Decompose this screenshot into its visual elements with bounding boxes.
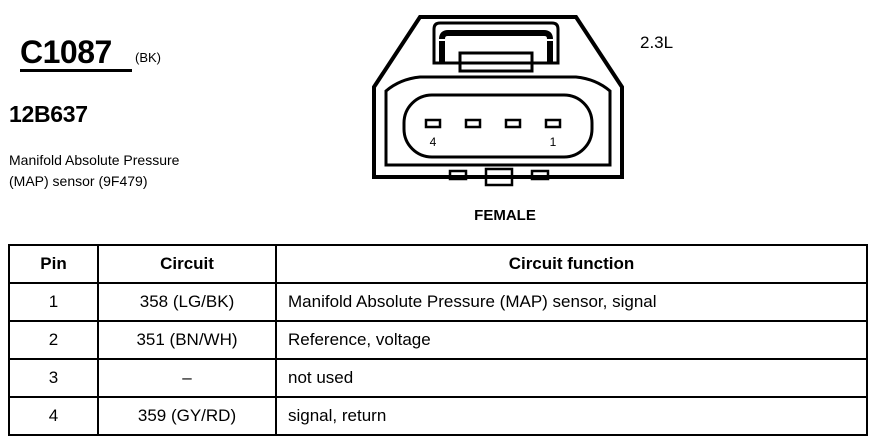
latch-rails [439,41,553,63]
function-cell: Reference, voltage [275,320,868,360]
pin-cell: 2 [8,320,99,360]
pin-label-left: 4 [430,135,437,149]
connector-id: C1087 [20,34,112,70]
table-header-row: Pin Circuit Circuit function [8,244,868,284]
latch-top-rail [439,30,553,40]
bottom-key-right [530,169,550,181]
connector-color: (BK) [135,50,161,65]
pin-cell: 4 [8,396,99,436]
function-cell: signal, return [275,396,868,436]
table-row: 1 358 (LG/BK) Manifold Absolute Pressure… [8,282,868,322]
engine-label: 2.3L [640,33,674,52]
connector-id-underline [20,69,132,72]
circuit-cell: 351 (BN/WH) [97,320,277,360]
header-pin: Pin [8,244,99,284]
pin-4-terminal [424,118,442,129]
connector-face-diagram: 4 1 [372,15,624,187]
table-row: 2 351 (BN/WH) Reference, voltage [8,320,868,360]
pin-cell: 3 [8,358,99,398]
pin-cell: 1 [8,282,99,322]
pin-1-terminal [544,118,562,129]
circuit-cell: – [97,358,277,398]
function-cell: not used [275,358,868,398]
bottom-key-center [484,167,514,187]
part-number: 12B637 [9,101,88,127]
pinout-table: Pin Circuit Circuit function 1 358 (LG/B… [8,244,868,436]
latch-tab [458,51,534,73]
terminal-well [402,93,594,159]
sensor-description-line2: (MAP) sensor (9F479) [9,173,148,189]
function-cell: Manifold Absolute Pressure (MAP) sensor,… [275,282,868,322]
table-row: 3 – not used [8,358,868,398]
view-label: FEMALE [474,207,536,224]
table-row: 4 359 (GY/RD) signal, return [8,396,868,436]
connector-cavity [384,75,612,167]
pin-label-right: 1 [550,135,557,149]
bottom-key-left [448,169,468,181]
circuit-cell: 359 (GY/RD) [97,396,277,436]
pin-2-terminal [504,118,522,129]
pin-3-terminal [464,118,482,129]
header-circuit: Circuit [97,244,277,284]
connector-housing-outline [372,15,624,179]
sensor-description-line1: Manifold Absolute Pressure [9,152,180,168]
connector-latch [432,21,560,65]
header-circuit-function: Circuit function [275,244,868,284]
circuit-cell: 358 (LG/BK) [97,282,277,322]
